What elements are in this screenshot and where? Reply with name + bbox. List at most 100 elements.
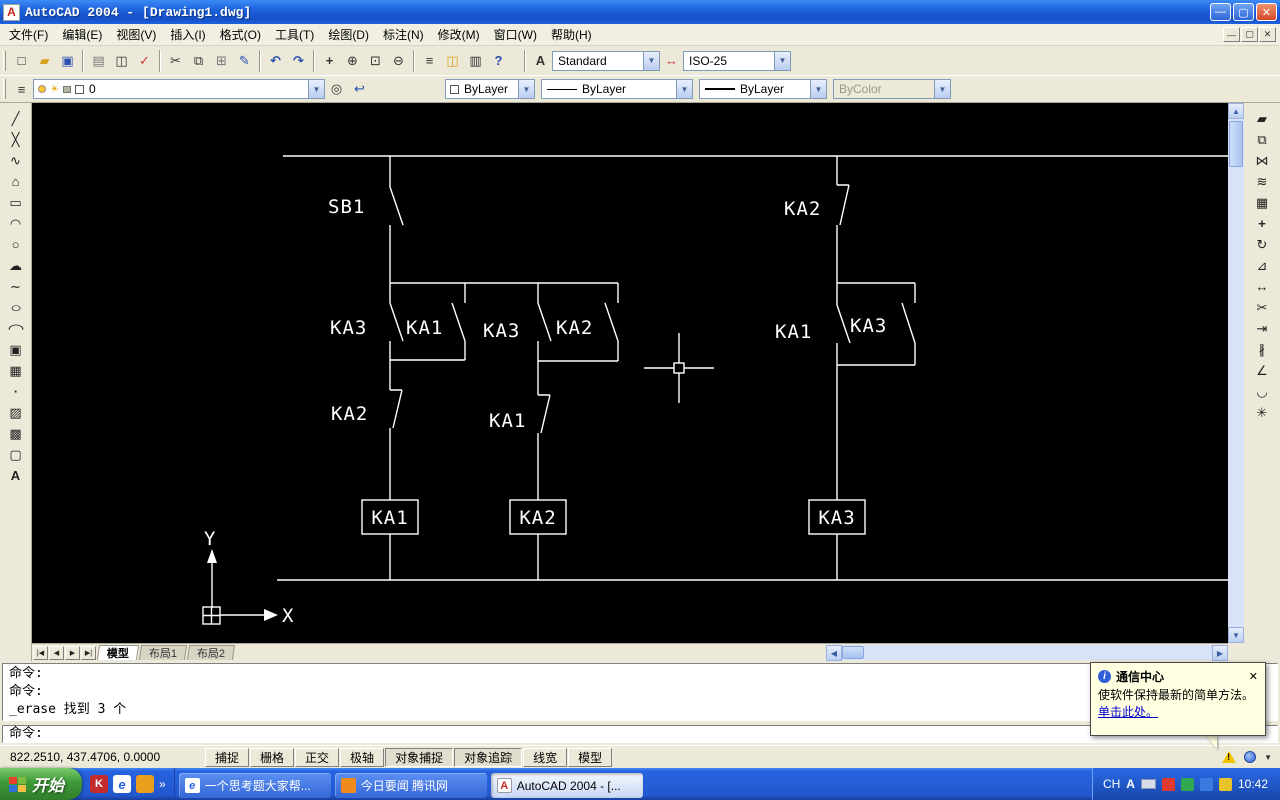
tray-icon[interactable]: [1180, 777, 1194, 791]
new-file-icon[interactable]: □: [17, 53, 26, 68]
command-input[interactable]: 命令:: [2, 725, 1278, 743]
mdi-minimize-icon[interactable]: —: [1223, 27, 1240, 42]
task-button-news[interactable]: 今日要闻 腾讯网: [334, 773, 487, 798]
help-icon[interactable]: ?: [494, 53, 503, 68]
horizontal-scrollbar[interactable]: ◀ ▶: [826, 645, 1228, 661]
chevron-down-icon[interactable]: ▼: [518, 80, 534, 98]
tool-palettes-icon[interactable]: ▥: [469, 52, 482, 68]
tab-layout1[interactable]: 布局1: [138, 645, 188, 660]
popup-close-icon[interactable]: ✕: [1248, 671, 1258, 683]
copy-icon[interactable]: ⧉: [193, 52, 204, 68]
keyboard-icon[interactable]: [1140, 779, 1156, 789]
layer-previous-icon[interactable]: ↩: [354, 81, 365, 96]
rotate-icon[interactable]: ↻: [1256, 236, 1268, 252]
mtext-icon[interactable]: A: [10, 468, 21, 483]
zoom-window-icon[interactable]: ⊡: [370, 52, 381, 68]
tab-prev-icon[interactable]: ◀: [49, 645, 64, 660]
mdi-restore-icon[interactable]: ▢: [1241, 27, 1258, 42]
chamfer-icon[interactable]: ∠: [1256, 362, 1268, 378]
grid-toggle[interactable]: 栅格: [250, 747, 295, 767]
linetype-combo[interactable]: ByLayer ▼: [541, 79, 693, 99]
tab-next-icon[interactable]: ▶: [65, 645, 80, 660]
match-properties-icon[interactable]: ✎: [239, 52, 250, 68]
save-icon[interactable]: ▣: [61, 52, 74, 68]
erase-icon[interactable]: ▰: [1257, 110, 1267, 126]
menu-modify[interactable]: 修改(M): [437, 28, 480, 42]
chevron-down-icon[interactable]: ▼: [643, 51, 659, 70]
communication-center-icon[interactable]: [1244, 751, 1257, 763]
region-icon[interactable]: ▢: [9, 446, 22, 462]
spell-check-icon[interactable]: ✓: [139, 52, 150, 68]
make-block-icon[interactable]: ▦: [9, 362, 22, 378]
text-style-icon[interactable]: A: [535, 53, 546, 68]
layer-freeze-icon[interactable]: ☀: [50, 83, 59, 95]
drawing-canvas[interactable]: SB1 KA2 KA3 KA1 KA3 KA2 KA1 KA3 KA2 KA1 …: [32, 103, 1228, 643]
zoom-realtime-icon[interactable]: ⊕: [347, 52, 358, 68]
move-icon[interactable]: +: [1258, 216, 1266, 231]
polygon-icon[interactable]: ⌂: [11, 174, 20, 189]
gradient-icon[interactable]: ▩: [9, 425, 22, 441]
ime-mode-icon[interactable]: A: [1126, 777, 1135, 791]
chevron-down-icon[interactable]: ▼: [774, 51, 790, 70]
circle-icon[interactable]: ○: [11, 237, 20, 252]
tab-first-icon[interactable]: |◀: [33, 645, 48, 660]
menu-tools[interactable]: 工具(T): [274, 28, 315, 42]
ime-language-indicator[interactable]: CH: [1102, 777, 1121, 791]
layer-combo[interactable]: ☀ 0 ▼: [33, 79, 325, 99]
snap-toggle[interactable]: 捕捉: [205, 747, 250, 767]
task-button-autocad[interactable]: A AutoCAD 2004 - [...: [490, 773, 643, 798]
properties-icon[interactable]: ≡: [425, 53, 434, 68]
dim-style-icon[interactable]: ↔: [665, 53, 678, 68]
quicklaunch-media-icon[interactable]: [136, 775, 155, 793]
stretch-icon[interactable]: ↔: [1255, 279, 1269, 294]
ellipse-arc-icon[interactable]: ◠: [6, 320, 25, 336]
ellipse-icon[interactable]: ○: [9, 300, 22, 315]
open-folder-icon[interactable]: ▰: [39, 52, 50, 68]
quicklaunch-ie-icon[interactable]: e: [113, 775, 132, 793]
model-toggle[interactable]: 模型: [568, 747, 613, 767]
cut-icon[interactable]: ✂: [170, 52, 181, 68]
scroll-right-icon[interactable]: ▶: [1212, 645, 1228, 661]
copy-object-icon[interactable]: ⧉: [1257, 131, 1267, 147]
hscroll-thumb[interactable]: [842, 646, 864, 659]
print-preview-icon[interactable]: ◫: [115, 52, 128, 68]
scroll-left-icon[interactable]: ◀: [826, 645, 842, 661]
break-icon[interactable]: ∦: [1258, 341, 1266, 357]
print-icon[interactable]: ▤: [92, 52, 105, 68]
menu-dimension[interactable]: 标注(N): [382, 28, 424, 42]
make-layer-current-icon[interactable]: ◎: [330, 81, 343, 96]
menu-insert[interactable]: 插入(I): [170, 28, 206, 42]
minimize-icon[interactable]: —: [1210, 3, 1231, 21]
mirror-icon[interactable]: ⋈: [1255, 152, 1269, 168]
layer-properties-icon[interactable]: ≡: [17, 81, 26, 97]
arc-icon[interactable]: ◠: [9, 215, 22, 231]
restore-icon[interactable]: ▢: [1233, 3, 1254, 21]
autocad-app-icon[interactable]: A: [3, 3, 20, 21]
vscroll-thumb[interactable]: [1229, 121, 1243, 167]
rectangle-icon[interactable]: ▭: [9, 194, 22, 210]
lineweight-toggle[interactable]: 线宽: [523, 747, 568, 767]
scroll-up-icon[interactable]: ▲: [1228, 103, 1244, 119]
tab-model[interactable]: 模型: [96, 645, 140, 660]
undo-icon[interactable]: ↶: [270, 52, 281, 68]
ortho-toggle[interactable]: 正交: [295, 747, 340, 767]
lineweight-combo[interactable]: ByLayer ▼: [699, 79, 827, 99]
otrack-toggle[interactable]: 对象追踪: [454, 747, 523, 767]
paste-icon[interactable]: ⊞: [216, 52, 227, 68]
revision-cloud-icon[interactable]: ☁: [9, 257, 22, 273]
chevron-down-icon[interactable]: ▼: [308, 80, 324, 98]
quicklaunch-app-icon[interactable]: K: [90, 775, 109, 793]
point-icon[interactable]: ∙: [13, 384, 18, 399]
line-icon[interactable]: ╱: [11, 110, 20, 126]
tab-last-icon[interactable]: ▶|: [81, 645, 96, 660]
task-button-browser[interactable]: e 一个思考题大家帮...: [178, 773, 331, 798]
menu-format[interactable]: 格式(O): [219, 28, 261, 42]
extend-icon[interactable]: ⇥: [1256, 320, 1268, 336]
menu-draw[interactable]: 绘图(D): [328, 28, 369, 42]
polyline-icon[interactable]: ∿: [10, 152, 21, 168]
trim-icon[interactable]: ✂: [1256, 299, 1268, 315]
toolbar-grip[interactable]: [3, 50, 6, 71]
layer-on-icon[interactable]: [38, 85, 46, 93]
hatch-icon[interactable]: ▨: [9, 404, 22, 420]
alert-icon[interactable]: [1222, 751, 1237, 763]
